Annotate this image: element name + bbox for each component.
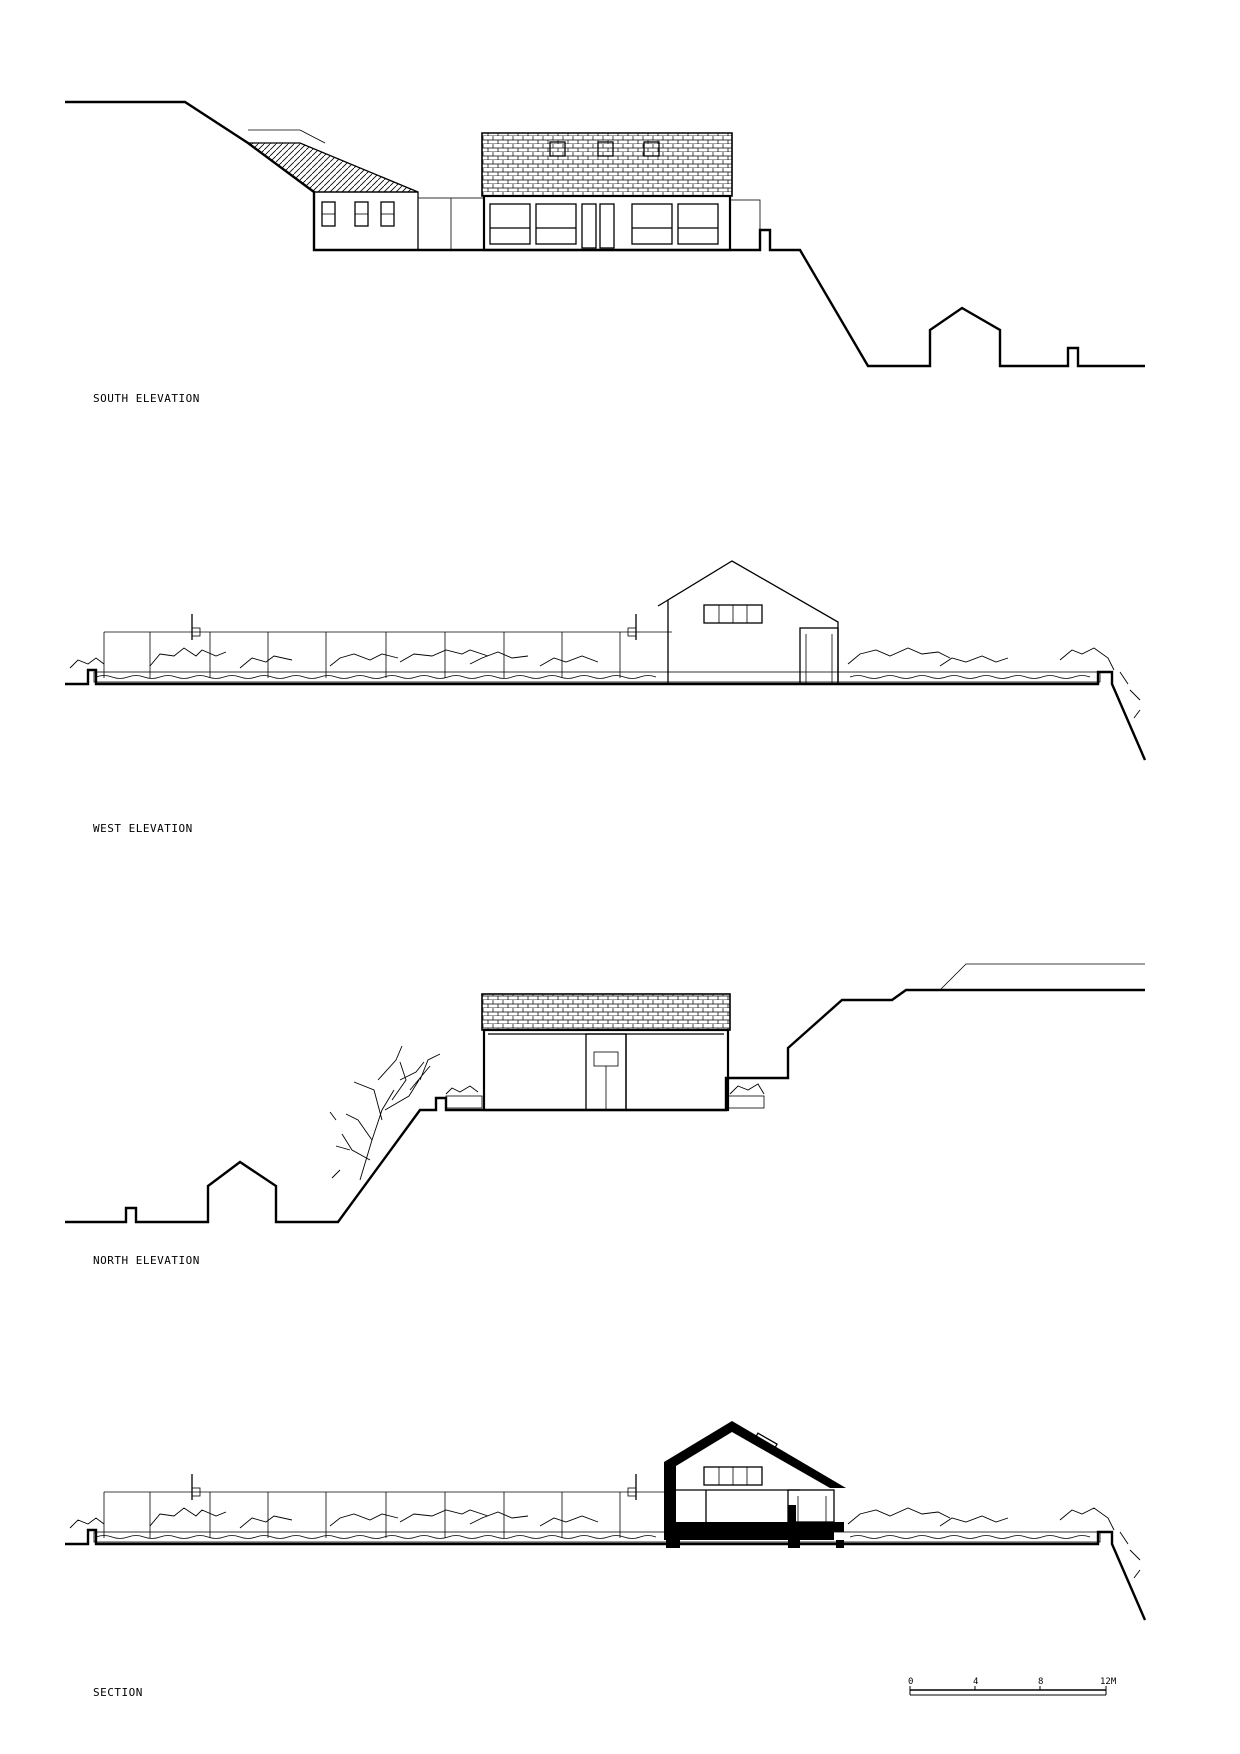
north-roof bbox=[481, 993, 731, 1031]
glass-fence bbox=[103, 1491, 672, 1538]
scale-tick-label: 12M bbox=[1100, 1677, 1117, 1687]
annex-wall bbox=[313, 191, 419, 251]
north-ground-line bbox=[65, 988, 1145, 1224]
drawing-label: SOUTH ELEVATION bbox=[93, 392, 200, 405]
scale-bar: 0 4 8 12M bbox=[908, 1677, 1117, 1696]
scale-tick-label: 4 bbox=[973, 1677, 978, 1687]
drawing-label: SECTION bbox=[93, 1686, 143, 1699]
drawing-label: NORTH ELEVATION bbox=[93, 1254, 200, 1267]
tree bbox=[329, 1045, 441, 1181]
roof-window bbox=[549, 141, 566, 157]
section-ground-line bbox=[65, 1528, 1147, 1621]
hedge bbox=[69, 647, 1141, 719]
glazing-bays bbox=[489, 203, 719, 249]
carport-frame bbox=[799, 627, 839, 685]
drawing-label: WEST ELEVATION bbox=[93, 822, 193, 835]
roof-window bbox=[597, 141, 614, 157]
hedge bbox=[69, 1507, 1141, 1579]
west-ground-line bbox=[65, 668, 1147, 761]
annex-roof bbox=[246, 142, 419, 193]
north-elevation bbox=[65, 963, 1145, 1224]
scale-tick-label: 8 bbox=[1038, 1677, 1043, 1687]
scale-tick-label: 0 bbox=[908, 1677, 913, 1687]
west-elevation bbox=[65, 560, 1147, 761]
roof-window bbox=[643, 141, 660, 157]
south-elevation bbox=[65, 100, 1145, 368]
section-cut-slab bbox=[664, 1522, 844, 1548]
section-drawing bbox=[65, 1421, 1147, 1621]
main-roof bbox=[481, 132, 733, 197]
glass-fence bbox=[103, 631, 672, 678]
